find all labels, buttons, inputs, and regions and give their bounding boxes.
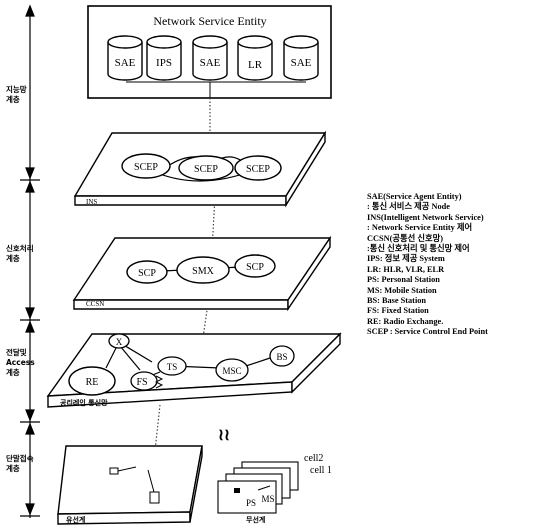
access-node-bs: BS xyxy=(269,345,295,367)
access-node-fs: FS xyxy=(130,371,164,391)
svg-text:IPS: IPS xyxy=(156,57,172,69)
legend: SAE(Service Agent Entity) : 통신 서비스 제공 No… xyxy=(367,192,545,338)
wireless-cells: PS MS cell2 cell 1 무선계 xyxy=(217,453,332,524)
svg-text:RE: RE xyxy=(86,377,99,388)
nse-title: Network Service Entity xyxy=(153,14,266,28)
access-node-msc: MSC xyxy=(215,358,249,382)
radio-link-symbol: ≀≀ xyxy=(218,427,230,444)
access-node-re: RE xyxy=(68,366,116,396)
nse-node-5: SAE xyxy=(283,35,319,81)
ccsn-node-3: SCP xyxy=(234,254,276,278)
legend-line: PS: Personal Station xyxy=(367,275,440,285)
level-label-intelligent: 지능망 계층 xyxy=(6,85,27,104)
svg-text:SCEP: SCEP xyxy=(194,164,218,175)
svg-text:FS: FS xyxy=(136,377,147,388)
ccsn-node-2: SMX xyxy=(176,256,230,284)
legend-line: SCEP : Service Control End Point xyxy=(367,327,488,337)
nse-node-2: IPS xyxy=(146,35,182,81)
legend-line: FS: Fixed Station xyxy=(367,306,429,316)
wireless-label: 무선계 xyxy=(246,515,265,524)
level-label-signaling: 신호처리 계층 xyxy=(6,244,34,263)
svg-text:MSC: MSC xyxy=(222,366,241,376)
svg-text:SMX: SMX xyxy=(192,266,214,277)
wired-label: 유선계 xyxy=(66,515,85,524)
legend-line: IPS: 정보 제공 System xyxy=(367,254,445,264)
nse-node-4: LR xyxy=(237,35,273,81)
access-plane: 공리레인 통신망 X RE FS TS MSC xyxy=(46,332,342,408)
legend-line: : Network Service Entity 제어 xyxy=(367,223,473,233)
ccsn-plane: CCSN SCP SMX SCP xyxy=(72,235,332,312)
level-label-access: 전달및 Access 계층 xyxy=(6,348,35,377)
access-label: 공리레인 통신망 xyxy=(60,398,108,407)
ccsn-label: CCSN xyxy=(86,300,104,308)
legend-line: :통신 신호처리 및 통신망 제어 xyxy=(367,244,470,254)
svg-text:SAE: SAE xyxy=(291,57,312,69)
legend-line: LR: HLR, VLR, ELR xyxy=(367,264,445,274)
svg-text:SCP: SCP xyxy=(138,268,156,279)
svg-text:SAE: SAE xyxy=(115,57,136,69)
level-label-terminal: 단말접속 계층 xyxy=(6,454,34,473)
ccsn-node-1: SCP xyxy=(126,260,168,284)
svg-text:X: X xyxy=(116,337,123,347)
svg-text:SCP: SCP xyxy=(246,262,264,273)
legend-line: BS: Base Station xyxy=(367,296,427,306)
cell1-label: cell 1 xyxy=(310,465,332,476)
ins-node-1: SCEP xyxy=(121,153,171,179)
nse-node-3: SAE xyxy=(192,35,228,81)
legend-line: : 통신 서비스 제공 Node xyxy=(367,202,450,212)
svg-text:SCEP: SCEP xyxy=(134,162,158,173)
legend-line: SAE(Service Agent Entity) xyxy=(367,192,462,201)
ins-node-3: SCEP xyxy=(234,155,282,181)
svg-text:SCEP: SCEP xyxy=(246,164,270,175)
nse-node-1: SAE xyxy=(107,35,143,81)
legend-line: CCSN(공통선 신호망) xyxy=(367,233,443,243)
ps-label: PS xyxy=(246,498,256,508)
legend-line: RE: Radio Exchange. xyxy=(367,316,444,326)
svg-text:TS: TS xyxy=(167,362,178,372)
access-node-ts: TS xyxy=(157,356,187,376)
layer-axis xyxy=(20,4,40,518)
ins-node-2: SCEP xyxy=(178,155,234,181)
network-service-entity: Network Service Entity SAE IPS SAE LR SA xyxy=(87,5,332,99)
svg-text:BS: BS xyxy=(276,352,287,362)
ins-label: INS xyxy=(86,198,97,206)
svg-text:SAE: SAE xyxy=(200,57,221,69)
access-node-x: X xyxy=(108,333,130,349)
legend-line: MS: Mobile Station xyxy=(367,285,437,295)
svg-text:LR: LR xyxy=(248,59,263,71)
cell2-label: cell2 xyxy=(304,453,323,464)
ins-plane: INS SCEP SCEP SCEP xyxy=(73,130,327,208)
ms-label: MS xyxy=(261,494,274,504)
wired-terminal-plane: 유선계 xyxy=(57,445,203,525)
legend-line: INS(Intelligent Network Service) xyxy=(367,212,484,222)
